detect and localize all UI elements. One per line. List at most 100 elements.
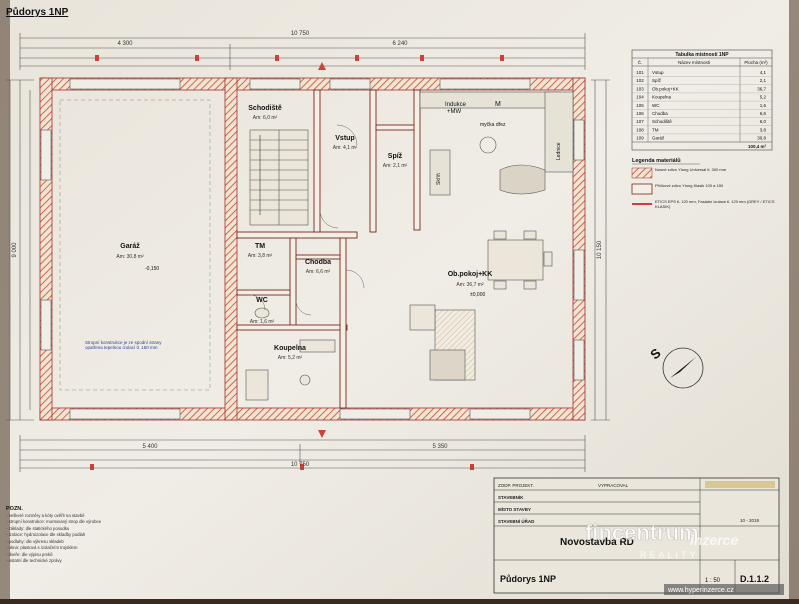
window-openings [40, 78, 585, 420]
room-table-h1: Název místnosti [678, 60, 710, 65]
room-table-cell: 101 [636, 70, 644, 75]
top-dimensions [19, 33, 586, 70]
room-table-h2: Plocha (m²) [744, 60, 768, 65]
stamp-number: D.1.1.2 [740, 574, 769, 584]
stamp-project: Novostavba RD [560, 537, 634, 548]
watermark-url: www.hyperinzerce.cz [667, 587, 734, 594]
room-table-cell: 6,0 [760, 119, 767, 124]
garage-note-wrap: Stropní konstrukce je ze spodní strany o… [85, 340, 162, 351]
stamp-label-0: ZODP. PROJEKT. [498, 483, 534, 488]
room-spiz-name: Spíž [388, 153, 403, 160]
label-fridge: Lednice [556, 142, 562, 160]
dimension-ticks [90, 55, 504, 470]
room-wc-name: WC [256, 297, 268, 304]
room-table-cell: 106 [636, 111, 644, 116]
room-table-cell: 108 [636, 127, 644, 132]
staircase [249, 129, 309, 226]
stamp-date: 10 - 2019 [740, 518, 760, 523]
door-swings [249, 124, 365, 316]
room-obpokoj-area: Am: 36,7 m² [456, 282, 484, 288]
right-dimensions [591, 79, 610, 421]
materials-legend: Legenda materiálů Nosné zdivo Ytong Univ… [631, 157, 775, 209]
room-table-cell: 1,6 [760, 103, 767, 108]
room-table-cell: Schodiště [652, 119, 672, 124]
legend-title: Legenda materiálů [632, 157, 681, 164]
notes-wrap: - veškeré rozměry a kóty ověřit na stavb… [6, 513, 346, 565]
room-table: Tabulka místností 1NP Č. Název místnosti… [631, 49, 773, 151]
room-labels: Garáž Am: 30,8 m² Schodiště Am: 6,0 m² V… [116, 105, 492, 361]
garage-parking-outline [59, 99, 211, 391]
bottom-right-dim: 5 350 [432, 444, 448, 450]
room-table-cell: 102 [636, 78, 644, 83]
room-chodba-area: Am: 6,6 m² [306, 269, 331, 275]
watermark-brand: fincentrum [585, 520, 699, 545]
room-table-cell: 5,2 [760, 95, 767, 100]
legend-swatch-partition [631, 183, 653, 195]
legend-item-1: Příčkové zdivo Ytong Klasik 100 a 150 [655, 183, 724, 188]
title-block: ZODP. PROJEKT. VYPRACOVAL STAVEBNÍK MÍST… [493, 477, 780, 594]
stamp-label-1: VYPRACOVAL [598, 483, 629, 488]
room-table-cell: Garáž [652, 136, 665, 141]
stamp-logo-strip [705, 481, 775, 488]
label-indukce: Indukce [445, 102, 467, 108]
room-table-title: Tabulka místností 1NP [675, 52, 729, 58]
room-garaz-name: Garáž [120, 243, 140, 250]
room-table-cell: Spíž [652, 78, 662, 83]
left-dimensions [6, 79, 34, 421]
room-table-cell: WC [652, 103, 660, 108]
room-obpokoj-name: Ob.pokoj+KK [448, 271, 493, 278]
label-mw: +MW [447, 109, 462, 115]
stamp-drawing: Půdorys 1NP [500, 574, 556, 584]
note-line: - izolace: hydroizolace dle skladby podl… [6, 532, 86, 538]
sofa [409, 304, 476, 381]
room-table-cell: 4,1 [760, 70, 767, 75]
note-line: - okna: plastová s izolačním trojsklem [6, 545, 78, 551]
watermark: fincentrum REALITY inzerce www.hyperinze… [585, 520, 784, 595]
section-markers [318, 62, 326, 438]
room-table-cell: 104 [636, 95, 644, 100]
top-right-dim: 6 240 [392, 41, 408, 47]
room-table-cell: 2,1 [760, 78, 767, 83]
room-table-cell: 6,6 [760, 111, 767, 116]
room-table-cell: 3,8 [760, 127, 767, 132]
room-tm-name: TM [255, 243, 265, 250]
room-table-cell: 105 [636, 103, 644, 108]
room-table-cell: Chodba [652, 111, 668, 116]
dining-table [487, 230, 553, 290]
stamp-scale: 1 : 50 [705, 578, 721, 584]
label-storage: Skříň [436, 173, 442, 185]
bottom-left-dim: 5 400 [142, 444, 158, 450]
notes-list: - veškeré rozměry a kóty ověřit na stavb… [6, 513, 346, 565]
room-koupelna-name: Koupelna [274, 345, 306, 352]
room-koupelna-area: Am: 5,2 m² [278, 355, 303, 361]
room-table-cell: 109 [636, 136, 644, 141]
room-table-cell: Ob.pokoj+KK [652, 86, 679, 91]
room-table-cell: TM [652, 127, 659, 132]
label-sink: myčka dřez [480, 122, 506, 128]
bottom-dimensions [19, 435, 586, 472]
room-table-cell: 107 [636, 119, 644, 124]
note-line: - dveře: dle výpisu prvků [6, 551, 53, 557]
fixture-labels: Indukce +MW M myčka dřez Lednice Skříň [436, 101, 562, 185]
room-table-cell: Koupelna [652, 95, 672, 100]
room-table-h0: Č. [638, 59, 643, 65]
note-line: - veškeré rozměry a kóty ověřit na stavb… [6, 513, 85, 518]
garage-note: Stropní konstrukce je ze spodní strany o… [85, 340, 162, 351]
room-vstup-name: Vstup [335, 135, 354, 142]
top-left-dim: 4 300 [117, 41, 133, 47]
note-line: - ostatní dle technické zprávy [6, 558, 62, 564]
interior-walls [236, 89, 421, 409]
kitchen-fixtures [419, 91, 574, 196]
bathroom-fixtures [245, 307, 336, 401]
watermark-sub: REALITY [640, 550, 699, 560]
watermark-inzerce: inzerce [690, 532, 738, 548]
note-line: - stropní konstrukce: montovaný strop dl… [6, 519, 102, 525]
room-spiz-area: Am: 2,1 m² [383, 163, 408, 169]
room-table-cell: 36,7 [757, 86, 766, 91]
stamp-label-3: MÍSTO STAVBY [498, 505, 531, 512]
notes-heading: POZN. [6, 506, 23, 512]
room-chodba-name: Chodba [305, 259, 331, 266]
